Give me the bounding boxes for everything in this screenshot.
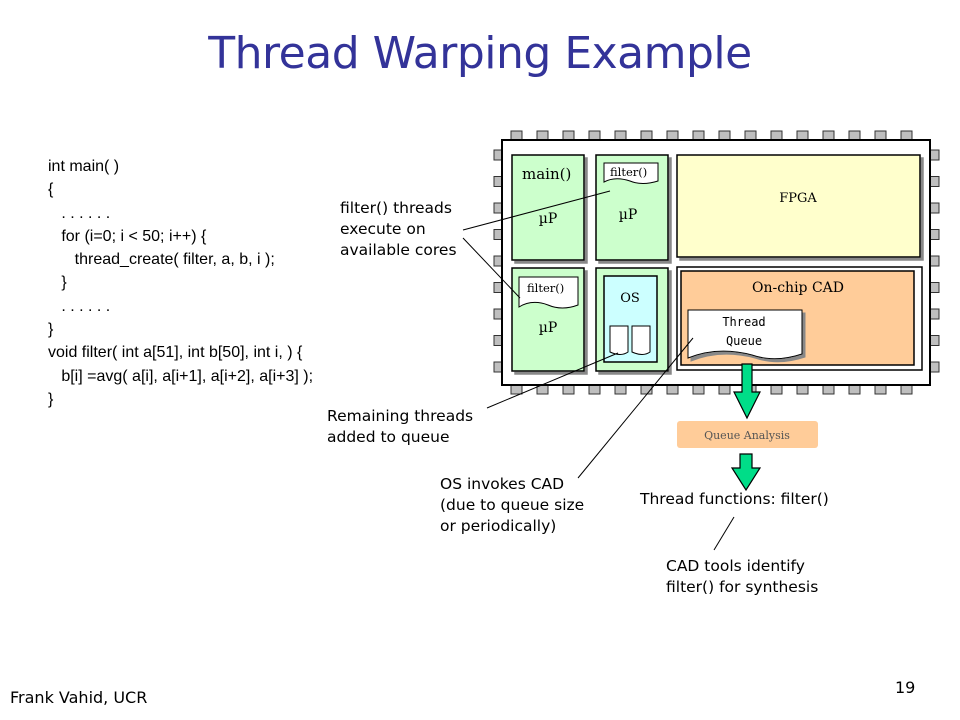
thread-queue-doc [687,309,803,360]
os-queue-doc-2 [631,325,651,355]
annotation-cad-tools: CAD tools identify filter() for synthesi… [666,557,819,596]
chip-pin [929,149,940,161]
chip-pin [929,255,940,267]
chip-pin [510,384,523,395]
filter-doc-top [603,162,659,184]
pointer-remaining [486,352,619,409]
os-label: OS [620,291,640,306]
code-line: . . . . . . [48,204,111,222]
chip-pin [900,384,913,395]
annotation-remaining-threads: Remaining threads added to queue [327,407,474,446]
chip-pin [493,202,503,214]
cad-label: On-chip CAD [752,280,844,296]
chip-pin [770,130,783,141]
code-line: int main( ) [48,158,120,175]
chip-pin [822,384,835,395]
chip-pin [822,130,835,141]
code-line: . . . . . . [48,297,111,315]
chip-pin [588,384,601,395]
code-line: { [48,181,54,199]
annotation-os-invokes: OS invokes CAD (due to queue size or per… [440,475,585,535]
filter-bottom-label: filter() [527,281,564,295]
filter-doc-bottom [518,276,579,309]
code-line: } [48,390,54,408]
chip-pin [510,130,523,141]
chip-pin [900,130,913,141]
code-line: } [48,274,67,292]
chip-pin [493,229,503,240]
annotation-filter-threads: filter() threads execute on available co… [340,199,457,259]
chip-pin [536,130,549,141]
chip-pin [929,282,940,293]
queue-analysis-label: Queue Analysis [704,429,790,442]
thread-queue-label-2: Queue [726,334,762,348]
annotation-thread-functions: Thread functions: filter() [640,490,829,508]
page-number: 19 [895,678,916,697]
pointer-filter-bottom [462,237,521,299]
chip-pin [848,130,861,141]
chip-pin [874,130,887,141]
thread-queue-label-1: Thread [722,315,765,329]
core-main-up-label: µP [539,211,558,227]
chip-pin [640,130,653,141]
chip-pin [493,335,503,346]
chip-pins [493,130,940,395]
code-block: int main( ) { . . . . . . for (i=0; i < … [48,155,313,411]
chip-pin [562,384,575,395]
chip-pin [874,384,887,395]
core-filter-up-label: µP [619,207,638,223]
filter-top-label: filter() [610,165,647,179]
chip-pin [666,384,679,395]
chip-pin [493,282,503,293]
chip-pin [493,361,503,373]
pointer-cad-tools [713,516,735,551]
chip-pin [614,384,627,395]
code-line: void filter( int a[51], int b[50], int i… [48,344,303,362]
chip-pin [718,384,731,395]
chip-pin [929,308,940,320]
code-line: thread_create( filter, a, b, i ); [48,251,275,269]
analysis-down-arrow [730,453,762,492]
fpga-label: FPGA [779,191,817,206]
chip-pin [493,149,503,161]
chip-pin [588,130,601,141]
main-label: main() [522,165,571,183]
chip-pin [562,130,575,141]
os-queue-doc-1 [609,325,629,355]
cad-down-arrow [733,363,761,420]
chip-pin [614,130,627,141]
chip-pin [929,202,940,214]
chip-pin [929,176,940,187]
chip-pin [493,255,503,267]
footer-author: Frank Vahid, UCR [10,688,148,707]
chip-pin [796,384,809,395]
queue-analysis-box [677,421,818,448]
chip-pin [718,130,731,141]
chip-pin [929,335,940,346]
code-line: for (i=0; i < 50; i++) { [48,227,207,245]
chip-pin [744,130,757,141]
chip-pin [493,176,503,187]
code-line: } [48,321,54,339]
pointer-filter-top [462,190,611,231]
chip-pin [666,130,679,141]
fpga-block [676,154,921,258]
slide-title: Thread Warping Example [208,28,752,79]
chip-pin [796,130,809,141]
chip-pin [770,384,783,395]
core-bottom-up-label: µP [539,320,558,336]
pointer-os-invokes [577,337,694,479]
chip-pin [692,384,705,395]
code-line: b[i] =avg( a[i], a[i+1], a[i+2], a[i+3] … [48,367,314,385]
chip-pin [493,308,503,320]
chip-pin [929,361,940,373]
chip-pin [692,130,705,141]
chip-pin [929,229,940,240]
chip-pin [848,384,861,395]
